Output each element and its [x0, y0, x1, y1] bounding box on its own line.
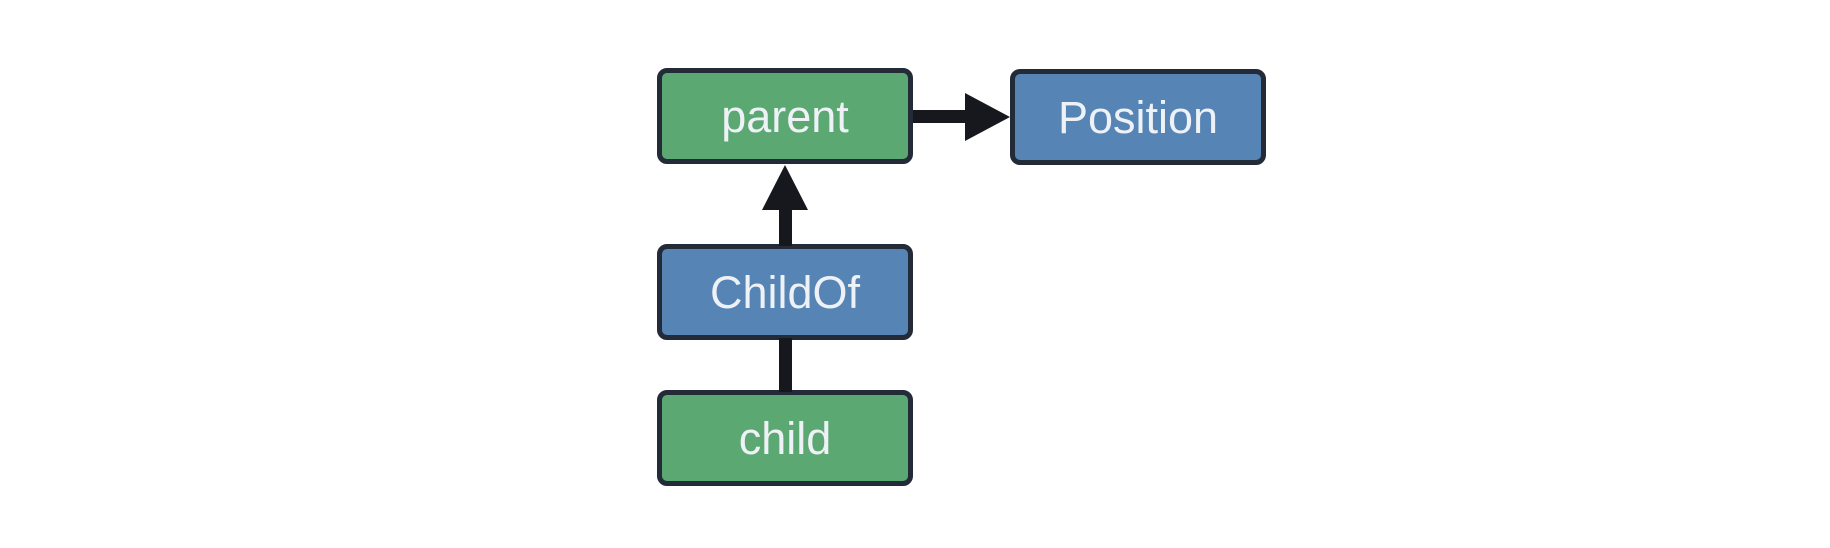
node-parent: parent — [657, 68, 913, 164]
node-child-label: child — [738, 412, 832, 464]
node-position-label: Position — [1057, 91, 1219, 143]
edge-shaft — [779, 208, 792, 246]
node-child: child — [657, 390, 913, 486]
arrowhead-up-icon — [762, 165, 808, 210]
node-childof: ChildOf — [657, 244, 913, 340]
node-position: Position — [1010, 69, 1266, 165]
edge-line — [779, 338, 792, 392]
edge-shaft — [913, 110, 967, 123]
arrowhead-right-icon — [965, 93, 1010, 141]
node-parent-label: parent — [721, 90, 849, 142]
node-childof-label: ChildOf — [709, 266, 861, 318]
